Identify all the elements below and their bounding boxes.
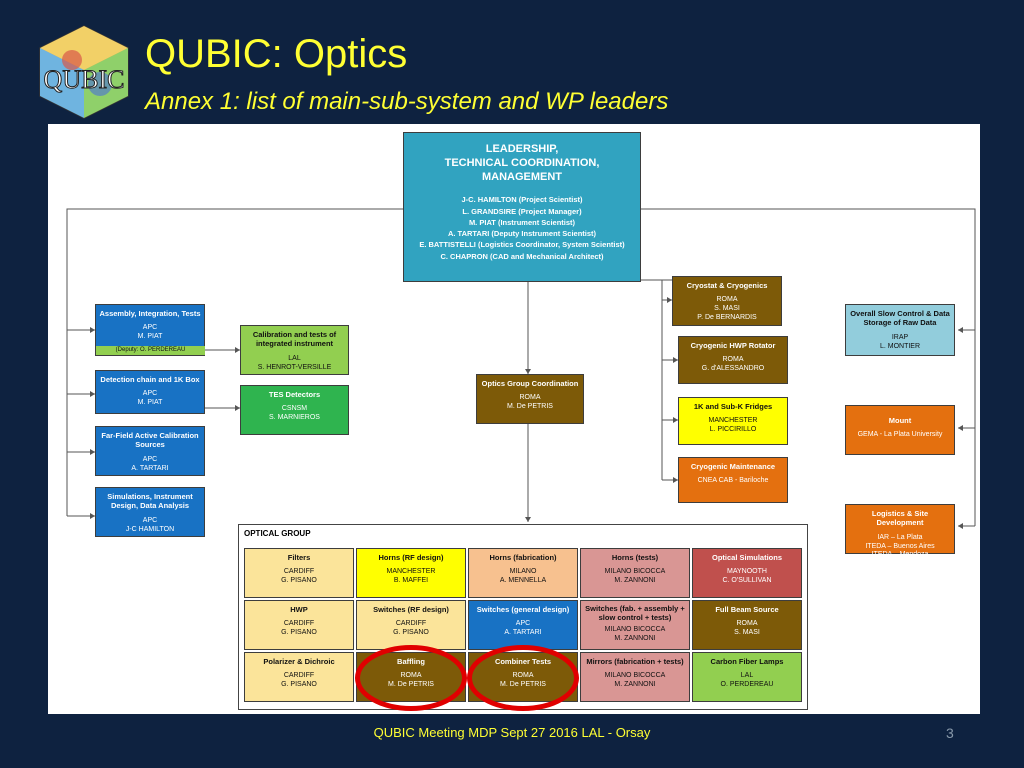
tes-detectors-box: TES Detectors CSNSM S. MARNIEROS xyxy=(240,385,349,435)
og-cell-full-beam-source: Full Beam Source ROMA S. MASI xyxy=(692,600,802,650)
page-number: 3 xyxy=(946,725,954,741)
slide-subtitle: Annex 1: list of main-sub-system and WP … xyxy=(145,88,669,115)
og-cell-hwp: HWP CARDIFF G. PISANO xyxy=(244,600,354,650)
leadership-heading: LEADERSHIP, TECHNICAL COORDINATION, MANA… xyxy=(444,143,600,183)
leadership-box: LEADERSHIP, TECHNICAL COORDINATION, MANA… xyxy=(403,132,641,282)
cryogenic-hwp-rotator-box: Cryogenic HWP Rotator ROMA G. d'ALESSAND… xyxy=(678,336,788,384)
og-cell-carbon-fiber-lamps: Carbon Fiber Lamps LAL O. PERDEREAU xyxy=(692,652,802,702)
og-cell-polarizer-dichroic: Polarizer & Dichroic CARDIFF G. PISANO xyxy=(244,652,354,702)
cryostat-cryogenics-box: Cryostat & Cryogenics ROMA S. MASI P. De… xyxy=(672,276,782,326)
slide-title: QUBIC: Optics xyxy=(145,32,408,76)
mount-box: Mount GEMA - La Plata University xyxy=(845,405,955,455)
leadership-names: J-C. HAMILTON (Project Scientist) L. GRA… xyxy=(419,195,625,261)
svg-text:QUBIC: QUBIC xyxy=(44,65,125,94)
footer-text: QUBIC Meeting MDP Sept 27 2016 LAL - Ors… xyxy=(373,725,651,740)
calibration-tests-box: Calibration and tests of integrated inst… xyxy=(240,325,349,375)
optical-group-title: OPTICAL GROUP xyxy=(244,529,311,538)
fridges-box: 1K and Sub-K Fridges MANCHESTER L. PICCI… xyxy=(678,397,788,445)
detection-chain-box: Detection chain and 1K Box APC M. PIAT xyxy=(95,370,205,414)
og-cell-baffling: Baffling ROMA M. De PETRIS xyxy=(356,652,466,702)
og-cell-combiner-tests: Combiner Tests ROMA M. De PETRIS xyxy=(468,652,578,702)
optics-group-coordination-box: Optics Group Coordination ROMA M. De PET… xyxy=(476,374,584,424)
simulations-box: Simulations, Instrument Design, Data Ana… xyxy=(95,487,205,537)
og-cell-horns-rf-design: Horns (RF design) MANCHESTER B. MAFFEI xyxy=(356,548,466,598)
og-cell-horns-fabrication: Horns (fabrication) MILANO A. MENNELLA xyxy=(468,548,578,598)
deputy-label: (Deputy: O. PERDEREAU xyxy=(96,346,205,355)
logistics-site-box: Logistics & Site Development IAR – La Pl… xyxy=(845,504,955,558)
cryogenic-maintenance-box: Cryogenic Maintenance CNEA CAB - Bariloc… xyxy=(678,457,788,503)
og-cell-optical-simulations: Optical Simulations MAYNOOTH C. O'SULLIV… xyxy=(692,548,802,598)
og-cell-horns-tests: Horns (tests) MILANO BICOCCA M. ZANNONI xyxy=(580,548,690,598)
far-field-calibration-box: Far-Field Active Calibration Sources APC… xyxy=(95,426,205,476)
slow-control-box: Overall Slow Control & Data Storage of R… xyxy=(845,304,955,356)
og-cell-switches-fab: Switches (fab. + assembly + slow control… xyxy=(580,600,690,650)
og-cell-mirrors: Mirrors (fabrication + tests) MILANO BIC… xyxy=(580,652,690,702)
og-cell-filters: Filters CARDIFF G. PISANO xyxy=(244,548,354,598)
og-cell-switches-general-design: Switches (general design) APC A. TARTARI xyxy=(468,600,578,650)
qubic-logo: QUBIC xyxy=(34,22,134,122)
og-cell-switches-rf-design: Switches (RF design) CARDIFF G. PISANO xyxy=(356,600,466,650)
